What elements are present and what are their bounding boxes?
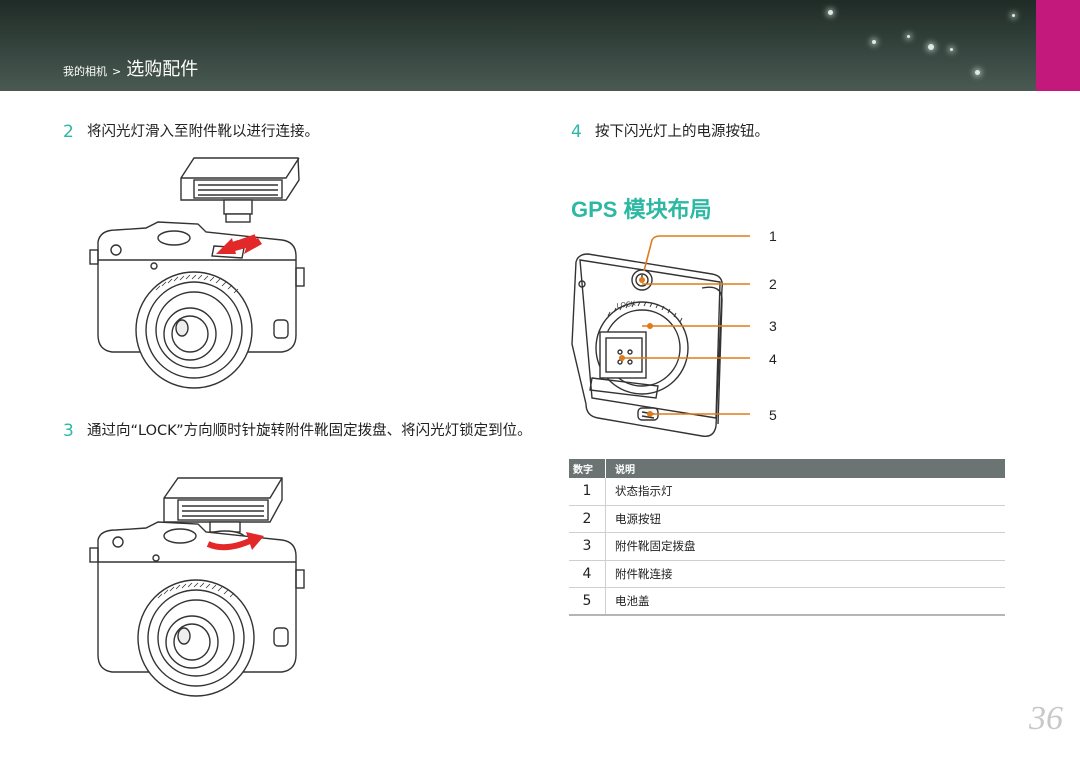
sparkle-decoration (975, 70, 980, 75)
legend-table: 数字 说明 1 状态指示灯 2 电源按钮 3 附件靴固定拨盘 4 附件靴连接 5… (569, 459, 1005, 616)
step-text: 通过向“LOCK”方向顺时针旋转附件靴固定拨盘、将闪光灯锁定到位。 (87, 423, 532, 439)
step-number: 3 (63, 421, 74, 441)
page-number: 36 (1029, 700, 1063, 737)
sparkle-decoration (950, 48, 953, 51)
sparkle-decoration (828, 10, 833, 15)
step-3: 3 通过向“LOCK”方向顺时针旋转附件靴固定拨盘、将闪光灯锁定到位。 (63, 420, 532, 442)
table-row: 1 状态指示灯 (569, 478, 1005, 506)
section-title: GPS 模块布局 (571, 197, 712, 222)
row-description: 附件靴固定拨盘 (615, 539, 696, 554)
row-description: 状态指示灯 (615, 484, 673, 499)
breadcrumb: 我的相机 > 选购配件 (63, 55, 198, 81)
camera-flash-attach-illustration (89, 157, 305, 389)
step-4: 4 按下闪光灯上的电源按钮。 (571, 121, 769, 143)
step-number: 4 (571, 122, 582, 142)
breadcrumb-separator: > (112, 65, 122, 78)
sparkle-decoration (928, 44, 934, 50)
callout-number-4: 4 (769, 351, 777, 367)
step-text: 按下闪光灯上的电源按钮。 (595, 124, 769, 140)
row-description: 电源按钮 (615, 511, 661, 526)
breadcrumb-parent[interactable]: 我的相机 (63, 65, 107, 78)
callout-dot (639, 277, 645, 283)
callout-dot (647, 323, 653, 329)
camera-flash-lock-illustration (89, 477, 305, 697)
sparkle-decoration (1012, 14, 1015, 17)
breadcrumb-current: 选购配件 (126, 59, 199, 80)
row-number: 4 (569, 560, 606, 587)
sparkle-decoration (872, 40, 876, 44)
header-number: 数字 (569, 459, 606, 478)
lock-label: LOCK (616, 300, 636, 310)
row-number: 2 (569, 505, 606, 532)
step-text: 将闪光灯滑入至附件靴以进行连接。 (87, 124, 319, 140)
gps-module-diagram: LOCK 1 2 3 4 5 (571, 228, 777, 437)
callout-dot (619, 355, 625, 361)
table-row: 2 电源按钮 (569, 505, 1005, 533)
row-number: 1 (569, 478, 606, 505)
row-number: 3 (569, 533, 606, 560)
table-row: 4 附件靴连接 (569, 560, 1005, 588)
callout-number-2: 2 (769, 276, 777, 292)
accent-tab (1036, 0, 1080, 91)
table-row: 3 附件靴固定拨盘 (569, 533, 1005, 561)
callout-number-1: 1 (769, 228, 777, 244)
step-2: 2 将闪光灯滑入至附件靴以进行连接。 (63, 121, 319, 143)
header-banner: 我的相机 > 选购配件 (0, 0, 1080, 91)
table-header: 数字 说明 (569, 459, 1005, 478)
row-description: 电池盖 (615, 593, 650, 608)
row-description: 附件靴连接 (615, 566, 673, 581)
callout-number-5: 5 (769, 407, 777, 423)
step-number: 2 (63, 122, 74, 142)
sparkle-decoration (907, 35, 910, 38)
callout-number-3: 3 (769, 318, 777, 334)
callout-dot (647, 411, 653, 417)
header-description: 说明 (615, 465, 635, 476)
row-number: 5 (569, 588, 606, 614)
table-row: 5 电池盖 (569, 588, 1005, 616)
